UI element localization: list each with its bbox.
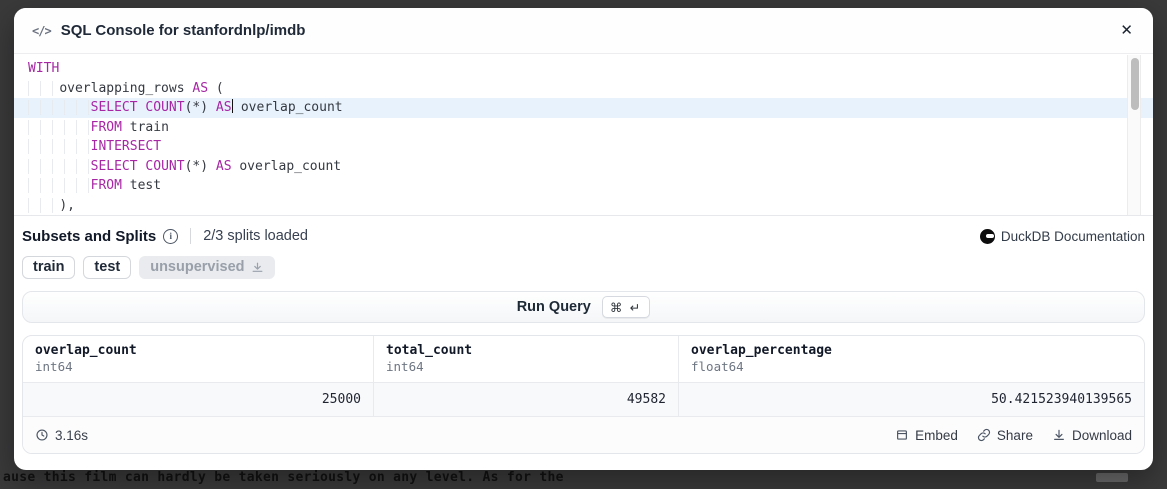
embed-icon <box>897 430 908 440</box>
split-tag-label: train <box>33 259 65 275</box>
info-icon[interactable]: i <box>163 228 179 244</box>
results-header-row: overlap_count int64 total_count int64 ov… <box>23 336 1144 382</box>
code-line[interactable]: FROM train <box>14 118 1153 138</box>
code-token <box>28 139 91 154</box>
results-footer: 3.16s Embed Share Download <box>23 416 1144 453</box>
code-token <box>28 100 91 115</box>
code-token: (*) <box>184 158 216 174</box>
embed-button[interactable]: Embed <box>895 428 958 443</box>
duckdb-logo-icon <box>979 228 995 244</box>
table-cell: 49582 <box>373 383 678 416</box>
code-token <box>28 119 91 135</box>
code-token <box>28 178 91 193</box>
code-token: WITH <box>28 61 60 76</box>
download-label: Download <box>1071 427 1132 443</box>
download-icon <box>251 261 264 274</box>
sql-console-modal: </> SQL Console for stanfordnlp/imdb ✕ W… <box>14 8 1153 470</box>
table-cell: 25000 <box>321 392 361 407</box>
text-cursor <box>231 99 234 113</box>
code-token: test <box>121 178 162 193</box>
code-token: COUNT <box>145 100 185 115</box>
split-tag-unsupervised[interactable]: unsupervised <box>139 256 275 279</box>
split-tag-test[interactable]: test <box>83 256 132 279</box>
query-duration: 3.16s <box>35 428 88 443</box>
split-tag-train[interactable]: train <box>22 256 76 279</box>
code-token: AS <box>215 100 232 115</box>
duckdb-doc-link[interactable]: DuckDB Documentation <box>979 228 1145 244</box>
modal-header: </> SQL Console for stanfordnlp/imdb ✕ <box>14 8 1153 54</box>
share-label: Share <box>996 427 1033 443</box>
code-line[interactable]: overlapping_rows AS ( <box>14 79 1153 99</box>
duckdb-doc-label: DuckDB Documentation <box>1000 228 1145 244</box>
query-duration-value: 3.16s <box>55 427 89 443</box>
share-link-icon <box>977 428 991 442</box>
column-type: float64 <box>691 359 744 374</box>
editor-scrollbar[interactable] <box>1127 55 1141 215</box>
results-card: overlap_count int64 total_count int64 ov… <box>22 335 1145 454</box>
splits-status: 2/3 splits loaded <box>203 228 308 244</box>
column-header: overlap_percentage float64 <box>678 336 1144 382</box>
column-type: int64 <box>386 359 424 374</box>
code-line[interactable]: WITH <box>14 59 1153 79</box>
splits-section: Subsets and Splits i 2/3 splits loaded D… <box>14 216 1153 279</box>
split-tags: train test unsupervised <box>22 256 1145 279</box>
code-token: COUNT <box>145 158 185 174</box>
splits-title: Subsets and Splits <box>22 227 157 245</box>
code-line[interactable]: ), <box>14 196 1153 216</box>
code-line[interactable]: SELECT COUNT(*) AS overlap_count <box>14 157 1153 177</box>
close-button[interactable]: ✕ <box>1118 19 1135 42</box>
share-button[interactable]: Share <box>977 428 1033 443</box>
run-query-button[interactable]: Run Query ⌘ ↵ <box>22 291 1145 323</box>
code-token <box>28 80 60 96</box>
column-header: overlap_count int64 <box>23 336 373 382</box>
column-type: int64 <box>35 359 73 374</box>
code-token <box>28 197 60 213</box>
download-button[interactable]: Download <box>1052 428 1132 443</box>
background-artifact <box>1096 473 1128 482</box>
code-token: train <box>121 119 169 135</box>
sql-editor[interactable]: WITH overlapping_rows AS ( SELECT COUNT(… <box>14 54 1153 216</box>
split-tag-label: unsupervised <box>150 259 245 275</box>
column-header: total_count int64 <box>373 336 678 382</box>
run-query-label: Run Query <box>516 299 591 315</box>
code-token: SELECT <box>90 158 138 174</box>
code-token: INTERSECT <box>90 139 162 154</box>
code-icon: </> <box>32 23 52 38</box>
code-token: AS <box>215 158 232 174</box>
code-token: ( <box>208 80 224 96</box>
table-cell: 50.421523940139565 <box>678 383 1144 416</box>
download-icon <box>1053 429 1064 440</box>
column-name: total_count <box>386 343 473 358</box>
divider <box>190 228 192 244</box>
background-page-text: ause this film can hardly be taken serio… <box>3 470 564 485</box>
code-line[interactable]: INTERSECT <box>14 137 1153 157</box>
code-token: overlap_count <box>231 158 342 174</box>
split-tag-label: test <box>94 259 121 275</box>
code-token <box>28 158 91 174</box>
embed-label: Embed <box>915 427 958 443</box>
column-name: overlap_percentage <box>691 343 832 358</box>
code-lines: WITH overlapping_rows AS ( SELECT COUNT(… <box>14 54 1153 215</box>
code-token: (*) <box>184 100 216 115</box>
code-token: SELECT <box>90 100 138 115</box>
code-token: overlap_count <box>233 100 343 115</box>
modal-title: SQL Console for stanfordnlp/imdb <box>60 22 306 39</box>
code-token: FROM <box>90 178 122 193</box>
code-token: FROM <box>90 119 122 135</box>
table-row: 25000 49582 50.421523940139565 <box>23 382 1144 416</box>
code-token: AS <box>192 80 209 96</box>
splits-header: Subsets and Splits i 2/3 splits loaded D… <box>22 225 1145 247</box>
column-name: overlap_count <box>35 343 137 358</box>
code-line[interactable]: FROM test <box>14 176 1153 196</box>
clock-icon <box>36 429 48 441</box>
editor-scrollbar-thumb[interactable] <box>1131 58 1139 110</box>
code-token: overlapping_rows <box>59 80 193 96</box>
code-token: ), <box>59 197 75 213</box>
results-actions: Embed Share Download <box>895 428 1132 443</box>
keyboard-shortcut-badge: ⌘ ↵ <box>601 296 651 318</box>
code-line[interactable]: SELECT COUNT(*) AS overlap_count <box>14 98 1153 118</box>
